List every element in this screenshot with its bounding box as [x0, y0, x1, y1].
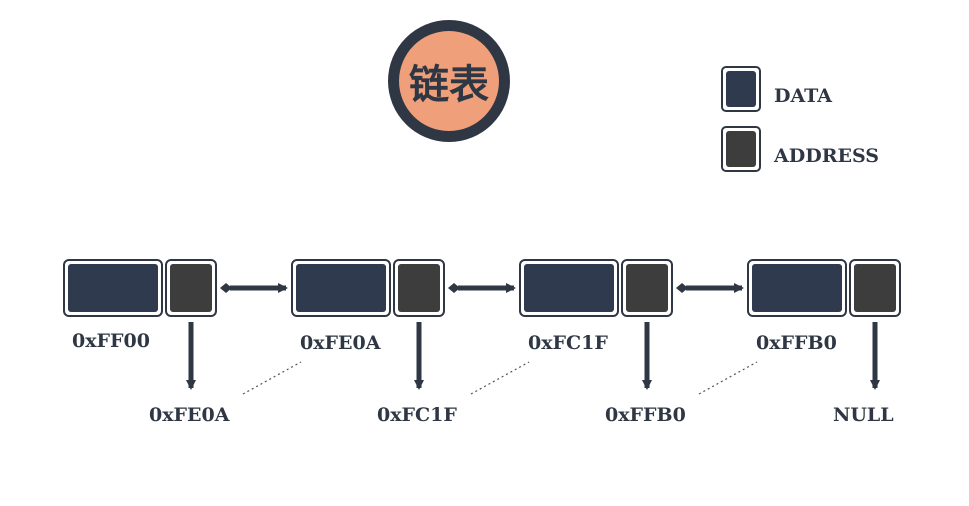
node-0-data-cell: [68, 264, 158, 312]
node-1-address-label: 0xFE0A: [300, 332, 381, 354]
node-3-next-label: NULL: [833, 404, 894, 426]
node-2-address-label: 0xFC1F: [528, 332, 608, 354]
legend-swatch-address: [721, 126, 761, 172]
node-0-address-cell: [170, 264, 212, 312]
legend-swatch-data: [721, 66, 761, 112]
page-title: 链表: [399, 31, 499, 131]
node-0-next-label: 0xFE0A: [149, 404, 230, 426]
title-badge: 链表: [388, 20, 510, 142]
link-0-dotted-connector: [242, 361, 302, 395]
legend-swatch-data-fill: [726, 71, 756, 107]
node-3-address-label: 0xFFB0: [756, 332, 837, 354]
legend-label-data: DATA: [774, 85, 833, 107]
link-1-dotted-connector: [470, 361, 530, 395]
node-3-address-cell: [854, 264, 896, 312]
node-2-next-label: 0xFFB0: [605, 404, 686, 426]
legend-label-address: ADDRESS: [774, 145, 879, 167]
legend-swatch-address-fill: [726, 131, 756, 167]
link-2-origin-diamond: [676, 283, 688, 293]
node-1-next-label: 0xFC1F: [377, 404, 457, 426]
link-2-dotted-connector: [698, 361, 758, 395]
node-2-data-cell: [524, 264, 614, 312]
node-1-address-cell: [398, 264, 440, 312]
link-0-origin-diamond: [220, 283, 232, 293]
link-1-origin-diamond: [448, 283, 460, 293]
node-3-data-cell: [752, 264, 842, 312]
node-0-address-label: 0xFF00: [72, 330, 150, 352]
node-2-address-cell: [626, 264, 668, 312]
node-1-data-cell: [296, 264, 386, 312]
